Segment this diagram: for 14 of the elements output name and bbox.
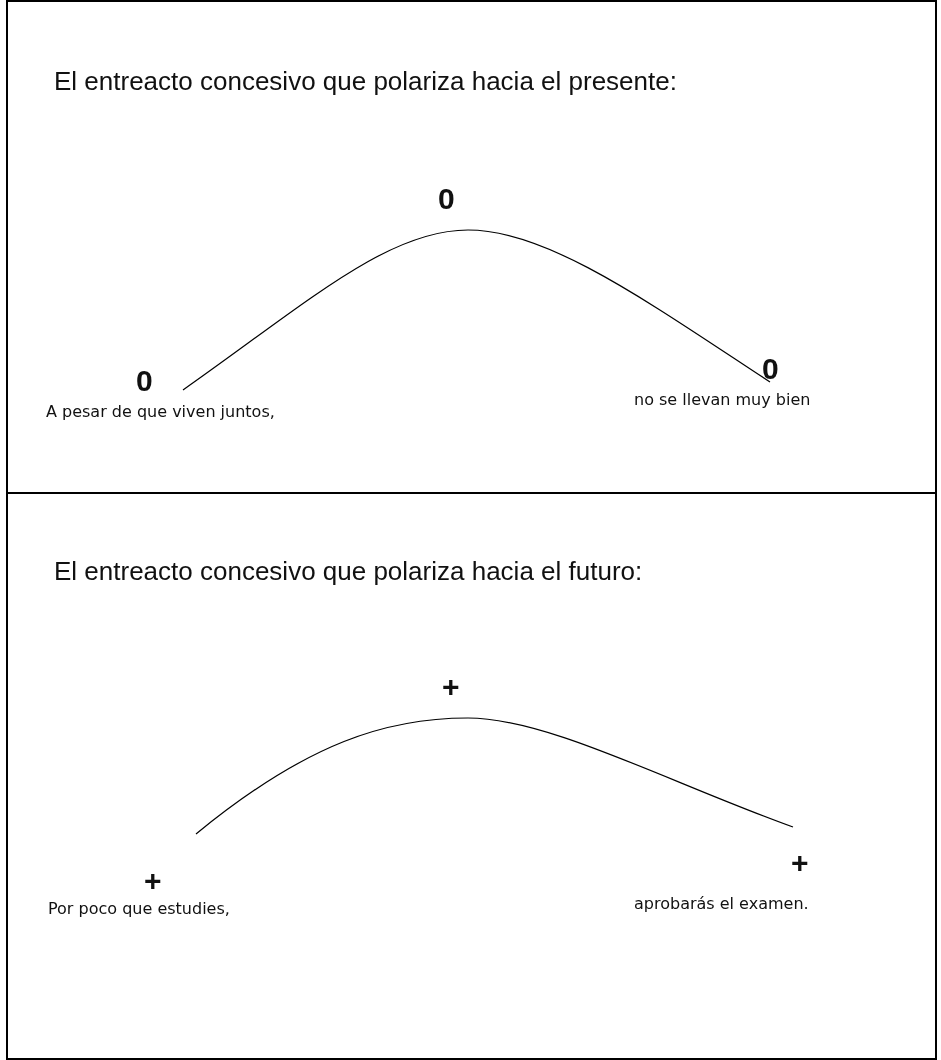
example-phrase: aprobarás el examen. [634,894,809,913]
panel [6,492,937,1060]
polarity-sign: 0 [136,364,153,398]
example-phrase: Por poco que estudies, [48,899,230,918]
polarity-sign: 0 [762,352,779,386]
polarity-sign: 0 [438,182,455,216]
example-phrase: no se llevan muy bien [634,390,811,409]
panel-heading: El entreacto concesivo que polariza hacia el presente: [54,66,677,97]
panel-heading: El entreacto concesivo que polariza hacia el futuro: [54,556,643,587]
polarity-sign: + [144,864,162,898]
example-phrase: A pesar de que viven juntos, [46,402,275,421]
polarity-sign: + [791,846,809,880]
panel [6,0,937,494]
polarity-sign: + [442,670,460,704]
